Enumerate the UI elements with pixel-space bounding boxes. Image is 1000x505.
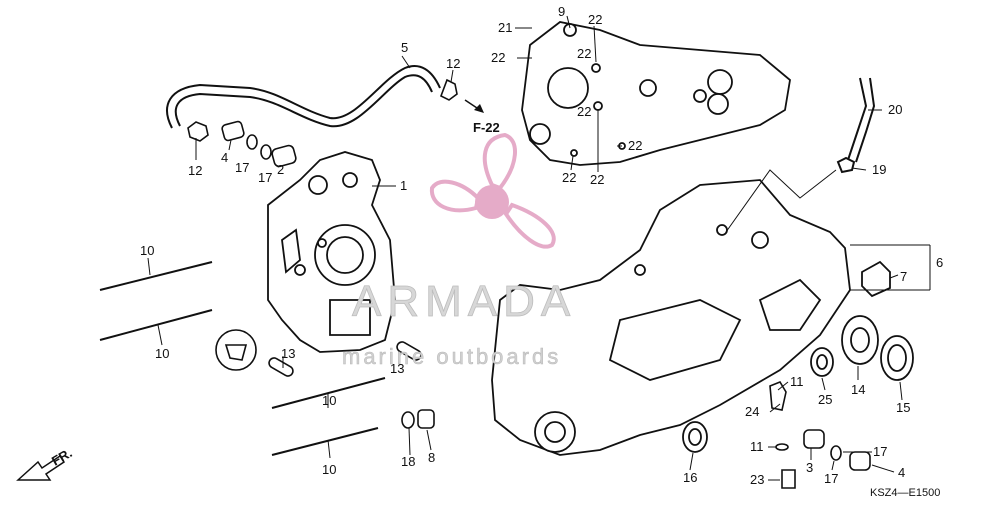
callout-12: 12 [446, 56, 460, 71]
hose-clip-and-fittings [187, 78, 458, 168]
callout-labels: 5 12 12 4 17 17 2 1 10 10 10 10 13 13 18… [140, 4, 943, 499]
callout-10: 10 [140, 243, 154, 258]
callout-3: 3 [806, 460, 813, 475]
callout-13: 13 [390, 361, 404, 376]
callout-leaders [147, 15, 931, 481]
callout-9: 9 [558, 4, 565, 19]
callout-21: 21 [498, 20, 512, 35]
callout-22: 22 [628, 138, 642, 153]
callout-22: 22 [562, 170, 576, 185]
bearings-and-seals [682, 260, 914, 453]
callout-10: 10 [155, 346, 169, 361]
callout-2: 2 [277, 162, 284, 177]
callout-10: 10 [322, 462, 336, 477]
reference-label: F-22 [473, 120, 500, 135]
washer-and-collar [401, 409, 435, 429]
callout-4: 4 [898, 465, 905, 480]
callout-17: 17 [235, 160, 249, 175]
callout-24: 24 [745, 404, 759, 419]
callout-7: 7 [900, 269, 907, 284]
callout-17: 17 [258, 170, 272, 185]
watermark-subtitle: marine outboards [342, 344, 561, 369]
callout-11: 11 [750, 439, 764, 454]
callout-1: 1 [400, 178, 407, 193]
callout-6: 6 [936, 255, 943, 270]
callout-18: 18 [401, 454, 415, 469]
callout-22: 22 [588, 12, 602, 27]
callout-22: 22 [590, 172, 604, 187]
breather-hose [166, 65, 441, 129]
callout-22: 22 [577, 46, 591, 61]
callout-19: 19 [872, 162, 886, 177]
cap-part [215, 329, 257, 371]
callout-5: 5 [401, 40, 408, 55]
reference-arrow [464, 99, 484, 113]
right-crankcase-half [267, 151, 396, 353]
callout-13: 13 [281, 346, 295, 361]
left-side-cover [521, 21, 791, 166]
left-crankcase-half [491, 179, 851, 456]
watermark-propeller-logo [429, 132, 556, 249]
callout-12: 12 [188, 163, 202, 178]
callout-10: 10 [322, 393, 336, 408]
oil-strainer-and-bolts [769, 381, 871, 489]
callout-17: 17 [824, 471, 838, 486]
callout-4: 4 [221, 150, 228, 165]
callout-25: 25 [818, 392, 832, 407]
callout-14: 14 [851, 382, 865, 397]
drain-tube [836, 77, 876, 174]
stud-bolts [99, 261, 386, 456]
callout-11: 11 [790, 374, 804, 389]
callout-23: 23 [750, 472, 764, 487]
callout-15: 15 [896, 400, 910, 415]
callout-16: 16 [683, 470, 697, 485]
callout-22: 22 [577, 104, 591, 119]
callout-22: 22 [491, 50, 505, 65]
callout-17: 17 [873, 444, 887, 459]
callout-20: 20 [888, 102, 902, 117]
watermark-title: ARMADA [352, 277, 576, 326]
callout-8: 8 [428, 450, 435, 465]
front-direction-arrow: FR. [16, 445, 75, 481]
diagram-code: KSZ4—E1500 [870, 487, 940, 499]
